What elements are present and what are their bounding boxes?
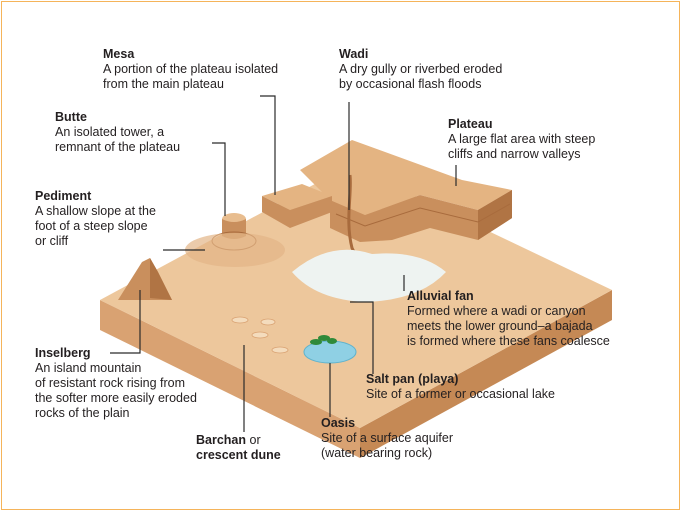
label-alluvial-fan-line-3: is formed where these fans coalesce <box>407 334 610 349</box>
label-inselberg-line-4: rocks of the plain <box>35 406 197 421</box>
label-mesa: Mesa A portion of the plateau isolated f… <box>103 47 278 92</box>
label-inselberg: Inselberg An island mountain of resistan… <box>35 346 197 421</box>
label-salt-pan-title: Salt pan (playa) <box>366 372 555 387</box>
label-butte-line-1: An isolated tower, a <box>55 125 180 140</box>
label-inselberg-line-1: An island mountain <box>35 361 197 376</box>
label-salt-pan: Salt pan (playa) Site of a former or occ… <box>366 372 555 402</box>
label-plateau-line-2: cliffs and narrow valleys <box>448 147 595 162</box>
label-mesa-line-1: A portion of the plateau isolated <box>103 62 278 77</box>
label-pediment-line-1: A shallow slope at the <box>35 204 156 219</box>
label-wadi-title: Wadi <box>339 47 502 62</box>
label-oasis-title: Oasis <box>321 416 453 431</box>
label-oasis-line-1: Site of a surface aquifer <box>321 431 453 446</box>
label-salt-pan-line-1: Site of a former or occasional lake <box>366 387 555 402</box>
label-barchan: Barchan or crescent dune <box>196 433 281 463</box>
label-plateau-line-1: A large flat area with steep <box>448 132 595 147</box>
label-wadi-line-2: by occasional flash floods <box>339 77 502 92</box>
label-mesa-line-2: from the main plateau <box>103 77 278 92</box>
label-wadi: Wadi A dry gully or riverbed eroded by o… <box>339 47 502 92</box>
label-barchan-connector: or <box>246 433 261 447</box>
label-alluvial-fan-line-2: meets the lower ground–a bajada <box>407 319 610 334</box>
label-mesa-title: Mesa <box>103 47 278 62</box>
label-pediment-title: Pediment <box>35 189 156 204</box>
label-butte-line-2: remnant of the plateau <box>55 140 180 155</box>
label-inselberg-line-3: the softer more easily eroded <box>35 391 197 406</box>
label-oasis: Oasis Site of a surface aquifer (water b… <box>321 416 453 461</box>
label-plateau: Plateau A large flat area with steep cli… <box>448 117 595 162</box>
oasis-pool <box>304 341 356 363</box>
label-oasis-line-2: (water bearing rock) <box>321 446 453 461</box>
leader-mesa <box>260 96 275 195</box>
label-inselberg-title: Inselberg <box>35 346 197 361</box>
label-inselberg-line-2: of resistant rock rising from <box>35 376 197 391</box>
label-wadi-line-1: A dry gully or riverbed eroded <box>339 62 502 77</box>
leader-butte <box>212 143 225 216</box>
label-butte: Butte An isolated tower, a remnant of th… <box>55 110 180 155</box>
label-barchan-title: Barchan <box>196 433 246 447</box>
label-pediment-line-2: foot of a steep slope <box>35 219 156 234</box>
label-alluvial-fan: Alluvial fan Formed where a wadi or cany… <box>407 289 610 349</box>
label-barchan-title-2: crescent dune <box>196 448 281 463</box>
label-plateau-title: Plateau <box>448 117 595 132</box>
label-pediment: Pediment A shallow slope at the foot of … <box>35 189 156 249</box>
label-alluvial-fan-line-1: Formed where a wadi or canyon <box>407 304 610 319</box>
label-alluvial-fan-title: Alluvial fan <box>407 289 610 304</box>
label-pediment-line-3: or cliff <box>35 234 156 249</box>
label-butte-title: Butte <box>55 110 180 125</box>
